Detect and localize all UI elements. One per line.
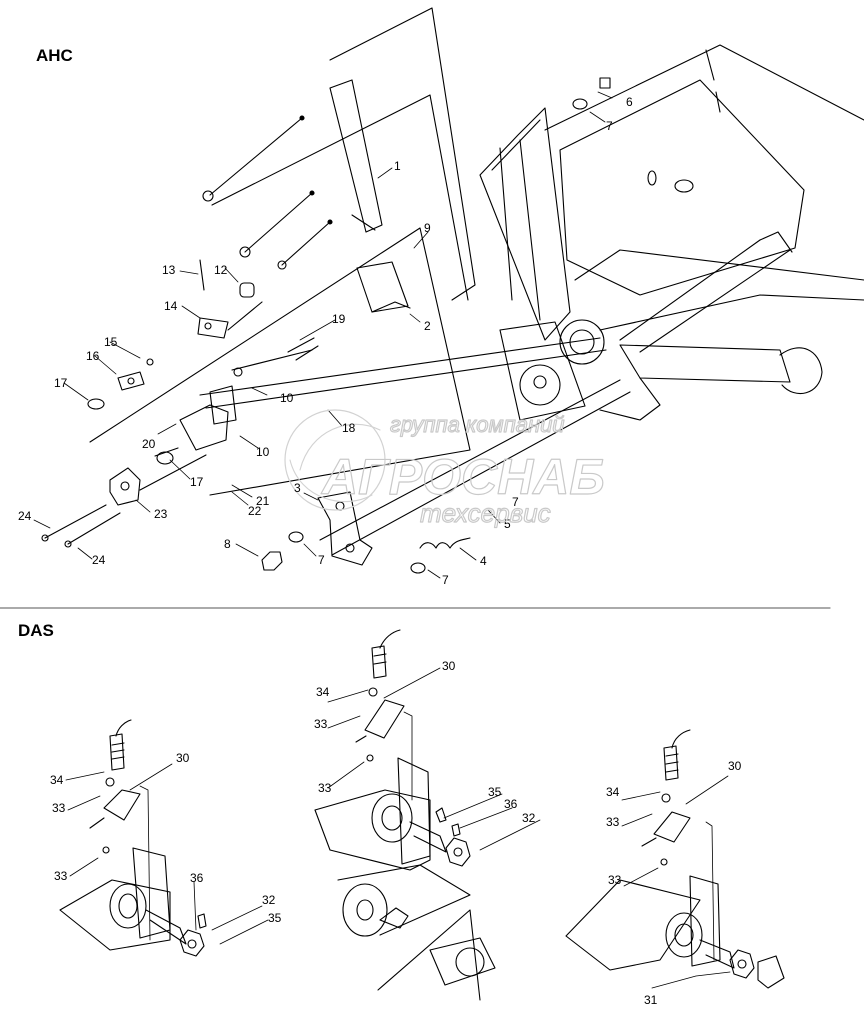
callout-7b: 7: [318, 553, 325, 567]
callout-12: 12: [214, 263, 228, 277]
watermark: [284, 409, 386, 511]
callout-22: 22: [248, 504, 262, 518]
das-left-assembly: [59, 719, 207, 957]
callout-das-left-35: 35: [268, 911, 282, 925]
callout-das-right-31: 31: [644, 993, 658, 1007]
callout-das-middle-33b: 33: [318, 781, 332, 795]
watermark-brand: АГРОСНАБ: [320, 449, 605, 505]
callout-24a: 24: [18, 509, 32, 523]
callout-das-middle-35: 35: [488, 785, 502, 799]
callout-18: 18: [342, 421, 356, 435]
callout-7d: 7: [512, 495, 519, 509]
callout-das-right-34: 34: [606, 785, 620, 799]
callout-das-left-36: 36: [190, 871, 204, 885]
callout-numbers: 1 2 3 4 5 6 7 7 7 7 8 9 10 10 12 13 14 1…: [18, 95, 742, 1007]
callout-16: 16: [86, 349, 100, 363]
callout-14: 14: [164, 299, 178, 313]
callout-8: 8: [224, 537, 231, 551]
callout-4: 4: [480, 554, 487, 568]
das-left-leaders: [65, 763, 269, 945]
callout-das-left-32: 32: [262, 893, 276, 907]
callout-das-right-33b: 33: [608, 873, 622, 887]
callout-das-left-34: 34: [50, 773, 64, 787]
callout-10b: 10: [256, 445, 270, 459]
callout-23: 23: [154, 507, 168, 521]
callout-17b: 17: [190, 475, 204, 489]
callout-24b: 24: [92, 553, 106, 567]
callout-20: 20: [142, 437, 156, 451]
section-title-ahc: AHC: [36, 46, 73, 65]
callout-21: 21: [256, 494, 270, 508]
callout-das-right-33a: 33: [606, 815, 620, 829]
callout-das-middle-34: 34: [316, 685, 330, 699]
das-right-assembly: [565, 729, 785, 989]
callout-5: 5: [504, 517, 511, 531]
callout-das-left-33b: 33: [54, 869, 68, 883]
callout-das-middle-32: 32: [522, 811, 536, 825]
callout-17a: 17: [54, 376, 68, 390]
callout-9: 9: [424, 221, 431, 235]
callout-das-middle-33a: 33: [314, 717, 328, 731]
das-right-leaders: [621, 775, 731, 989]
callout-10a: 10: [280, 391, 294, 405]
callout-2: 2: [424, 319, 431, 333]
callout-das-left-33a: 33: [52, 801, 66, 815]
das-middle-assembly: [314, 629, 496, 1001]
callout-3: 3: [294, 481, 301, 495]
callout-13: 13: [162, 263, 176, 277]
section-title-das: DAS: [18, 621, 54, 640]
callout-19: 19: [332, 312, 346, 326]
callout-6: 6: [626, 95, 633, 109]
callout-15: 15: [104, 335, 118, 349]
callout-das-right-30: 30: [728, 759, 742, 773]
callout-7a: 7: [606, 119, 613, 133]
ahc-leaders: [33, 91, 613, 579]
callout-das-left-30: 30: [176, 751, 190, 765]
watermark-service: техсервис: [420, 498, 551, 528]
ahc-assembly: [41, 7, 864, 574]
callout-das-middle-30: 30: [442, 659, 456, 673]
callout-1: 1: [394, 159, 401, 173]
callout-7c: 7: [442, 573, 449, 587]
das-middle-leaders: [327, 667, 541, 851]
watermark-text: группа компаний АГРОСНАБ техсервис: [319, 411, 605, 528]
callout-das-middle-36: 36: [504, 797, 518, 811]
watermark-company-line: группа компаний: [390, 412, 565, 437]
